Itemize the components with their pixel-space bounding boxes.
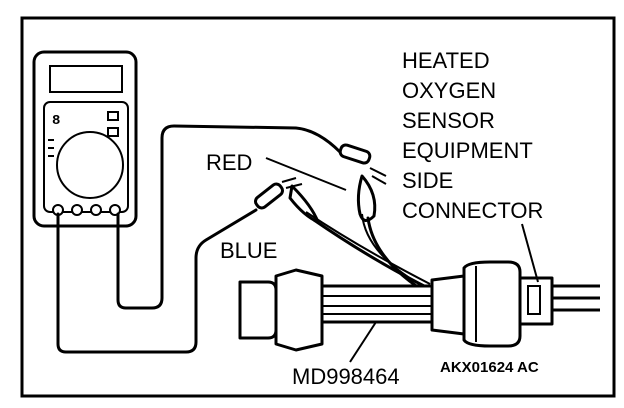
blue-lead-wire <box>56 208 258 354</box>
sensor-label-line-5: SIDE <box>402 168 453 193</box>
sensor-label-line-1: HEATED <box>402 48 490 73</box>
sensor-label-line-6: CONNECTOR <box>402 198 543 223</box>
blue-probe-icon <box>254 177 303 210</box>
harness-label-leader <box>349 321 377 363</box>
clip-wire-blue <box>312 218 434 292</box>
red-lead-wire <box>116 124 342 310</box>
connector-icon <box>518 276 600 326</box>
red-probe-icon <box>338 143 387 185</box>
harness-tool-label: MD998464 <box>292 364 400 389</box>
sensor-label-line-3: SENSOR <box>402 108 495 133</box>
figure-frame <box>20 16 616 398</box>
svg-text:8: 8 <box>52 113 60 129</box>
sensor-label-line-2: OXYGEN <box>402 78 496 103</box>
sensor-label-line-4: EQUIPMENT <box>402 138 533 163</box>
figure-code: AKX01624 AC <box>440 359 539 376</box>
red-label-leader <box>265 157 347 191</box>
multimeter-icon: 8 <box>32 50 138 228</box>
test-harness-icon <box>238 260 522 352</box>
red-lead-label: RED <box>206 150 252 175</box>
blue-lead-label: BLUE <box>220 238 277 263</box>
alligator-clip-icon <box>288 174 377 224</box>
sensor-connector-label: HEATED OXYGEN SENSOR EQUIPMENT SIDE CONN… <box>402 48 543 223</box>
connector-label-leader <box>521 223 539 283</box>
